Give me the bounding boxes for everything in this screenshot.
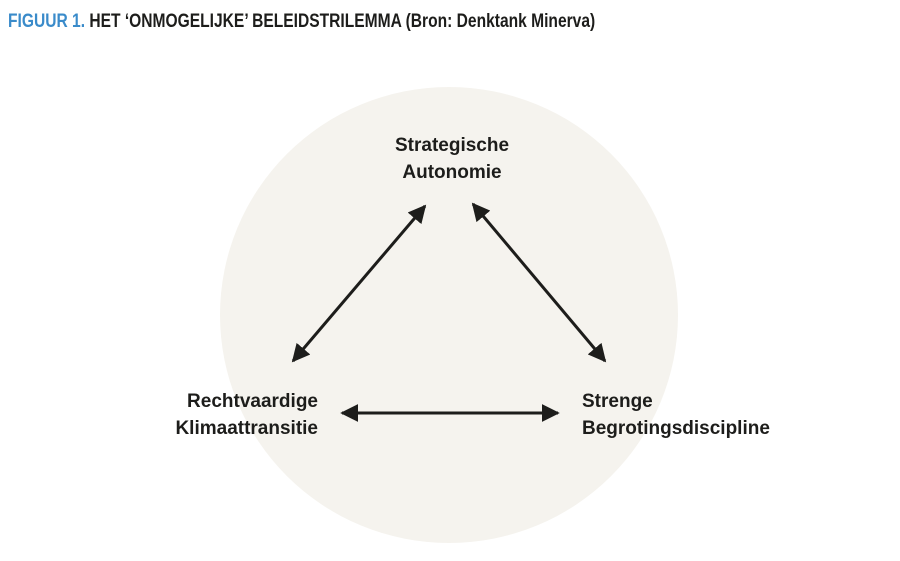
node-strenge-begrotingsdiscipline: Strenge Begrotingsdiscipline (582, 391, 770, 439)
node-rechtvaardige-klimaattransitie: Rechtvaardige Klimaattransitie (175, 391, 318, 439)
figure-caption: FIGUUR 1. HET ‘ONMOGELIJKE’ BELEIDSTRILE… (8, 11, 595, 33)
edge-autonomie-klimaattransitie-double-arrow-icon (291, 204, 427, 363)
figure-title: HET ‘ONMOGELIJKE’ BELEIDSTRILEMMA (Bron:… (85, 11, 596, 32)
figure-number-label: FIGUUR 1. (8, 11, 86, 32)
node-strategische-autonomie: Strategische Autonomie (394, 135, 510, 183)
edge-autonomie-begrotingsdiscipline-double-arrow-icon (471, 202, 607, 363)
